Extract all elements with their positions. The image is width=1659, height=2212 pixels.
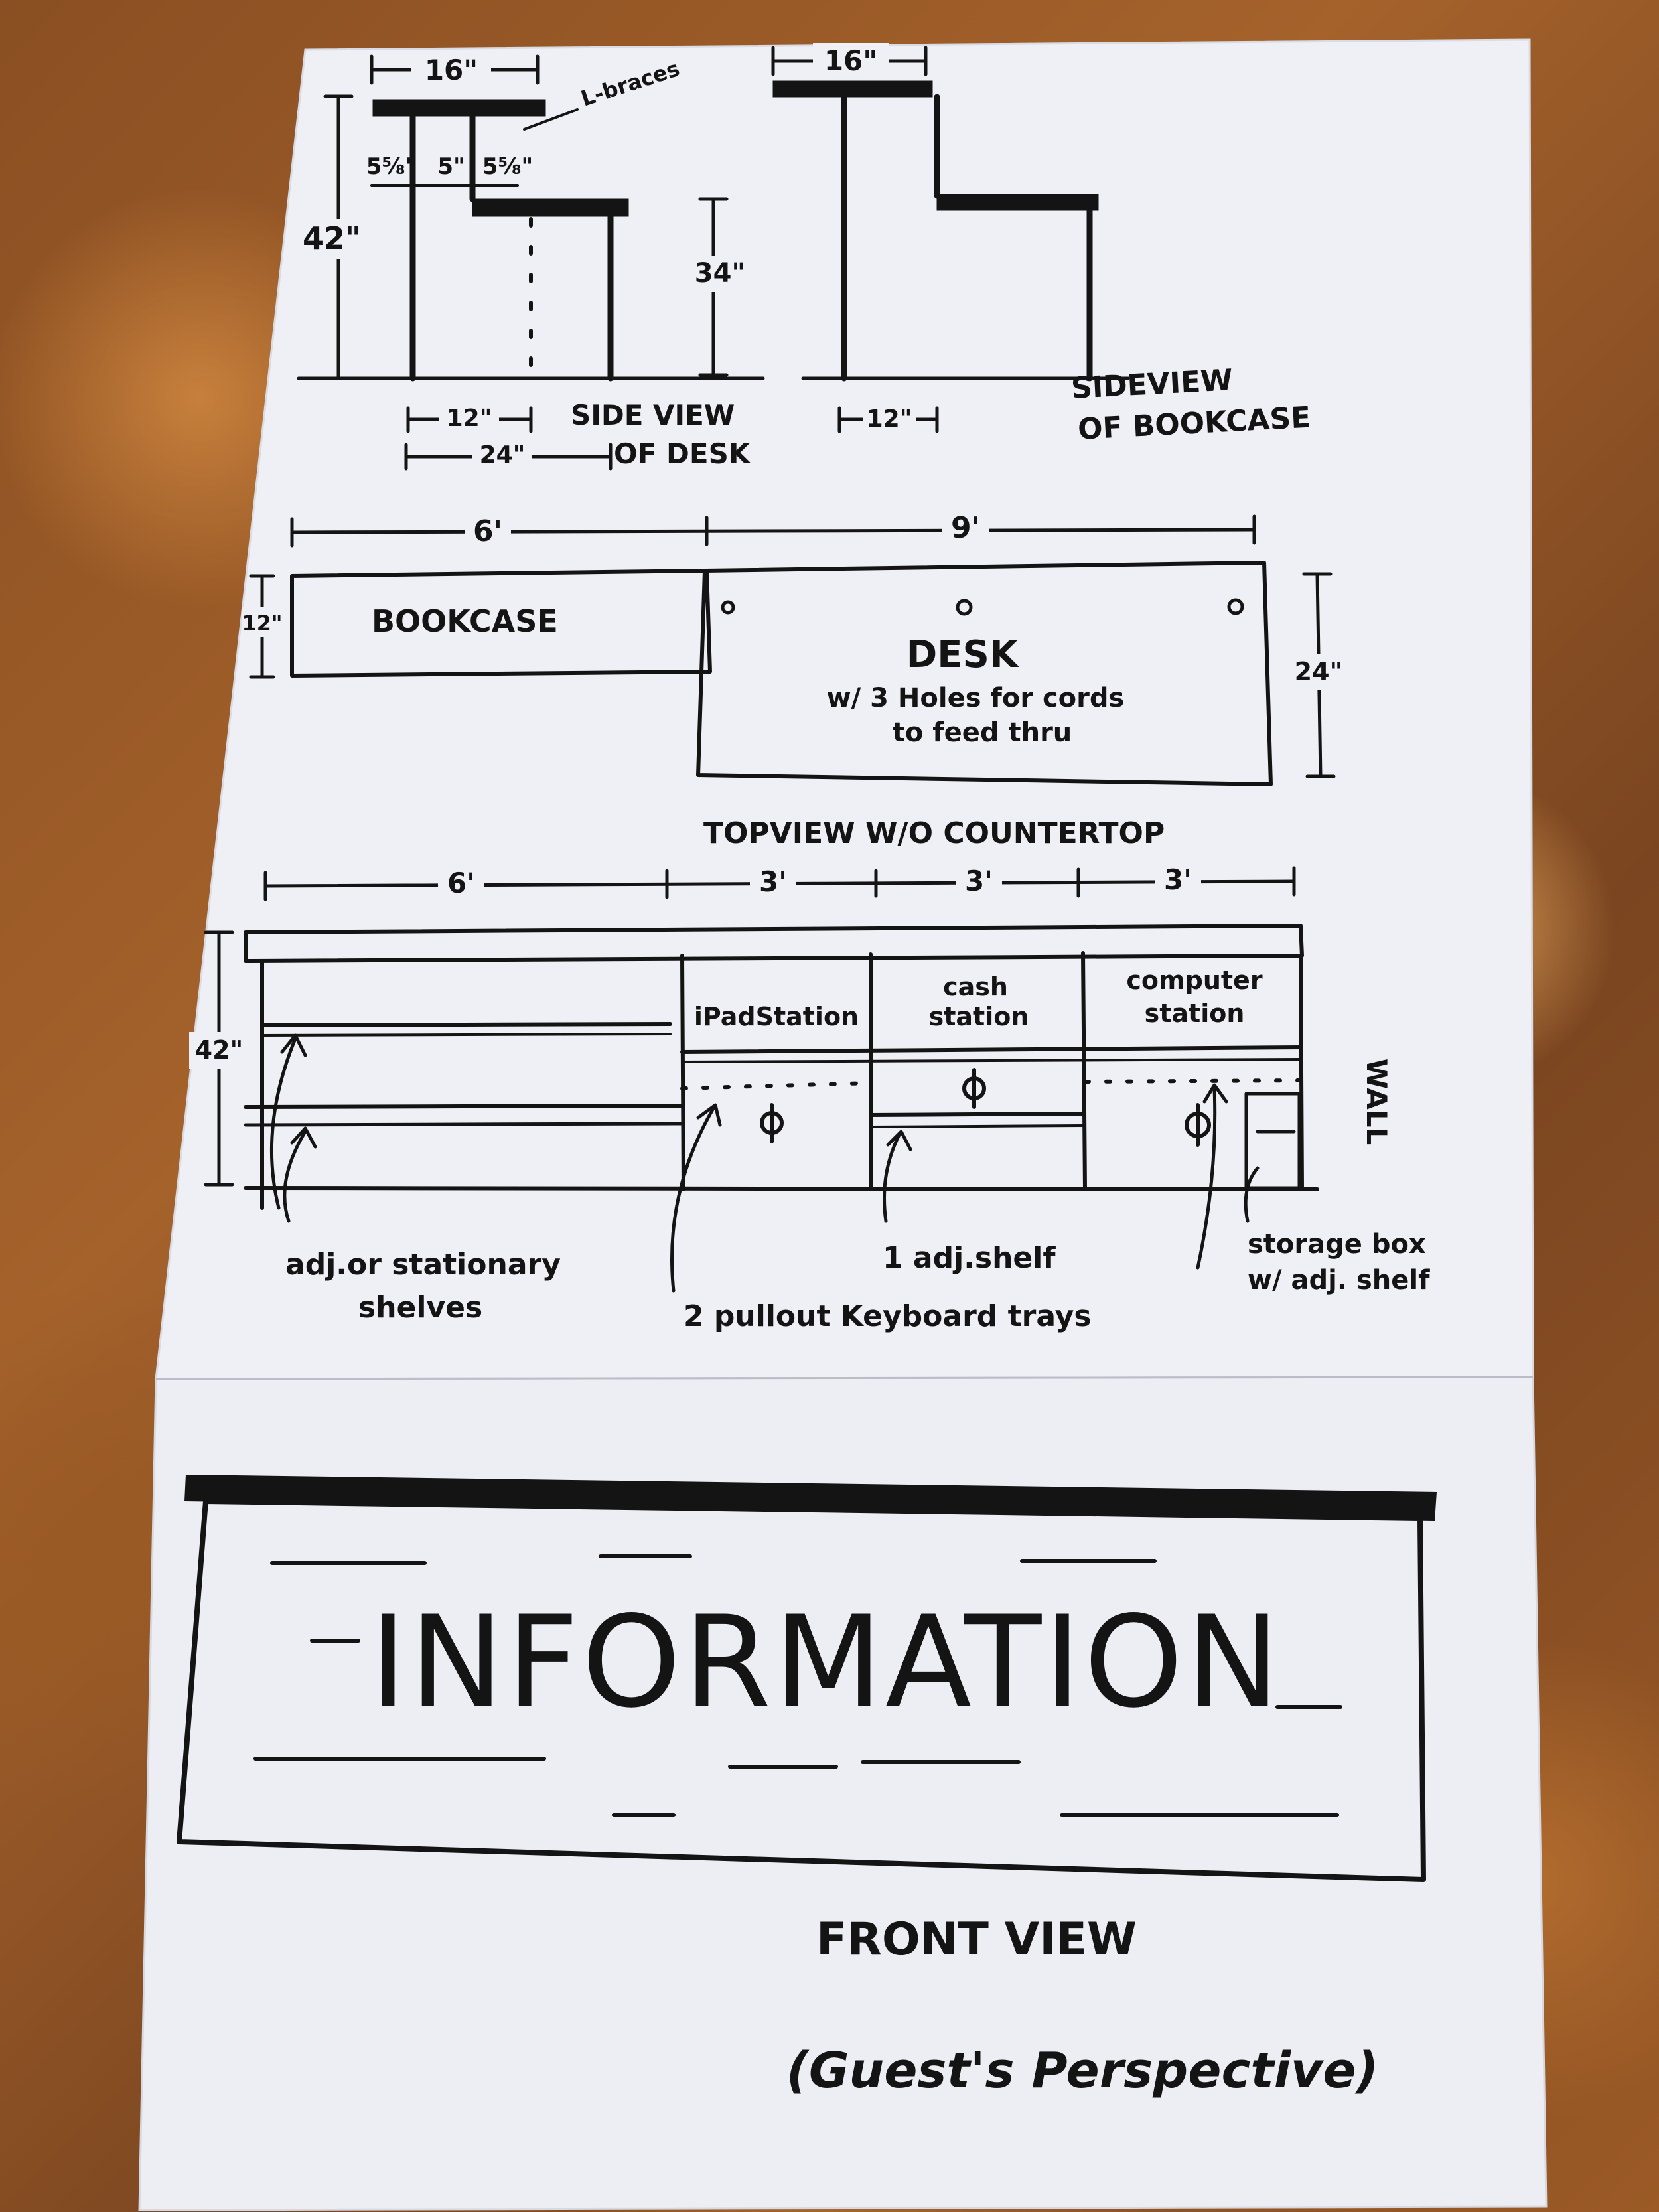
back-dim-6: 6' xyxy=(447,867,475,899)
note-adj-shelf: 1 adj.shelf xyxy=(883,1241,1056,1275)
top-desk-note-2: to feed thru xyxy=(893,717,1072,748)
back-dim-3b: 3' xyxy=(965,865,993,897)
desk-dim-height: 42" xyxy=(303,220,361,256)
top-dim-24: 24" xyxy=(1295,657,1343,686)
sheet-seam xyxy=(155,1376,1534,1380)
desk-side-title-2: OF DESK xyxy=(614,437,751,470)
note-trays: 2 pullout Keyboard trays xyxy=(684,1299,1092,1333)
top-view-title: TOPVIEW W/O COUNTERTOP xyxy=(703,816,1165,850)
top-bookcase-label: BOOKCASE xyxy=(372,603,558,639)
top-dim-9: 9' xyxy=(951,511,980,545)
wall-label: WALL xyxy=(1360,1059,1393,1145)
cord-hole-ipad-icon xyxy=(760,1103,784,1143)
note-shelves-1: adj.or stationary xyxy=(285,1248,561,1282)
top-dim-6: 6' xyxy=(473,514,502,548)
top-desk-label: DESK xyxy=(906,633,1020,676)
station-computer-label-1: computer xyxy=(1126,966,1262,995)
back-dim-height: 42" xyxy=(195,1035,244,1065)
storage-box xyxy=(1244,1092,1301,1190)
desk-side-view: 16" L-braces 42" 5⅝" 5" 5⅝" 34" xyxy=(295,52,765,471)
front-view: INFORMATION FRONT VIEW (Guest's Perspect… xyxy=(177,1475,1437,2099)
station-cash-label-1: cash xyxy=(943,972,1008,1001)
top-desk-note-1: w/ 3 Holes for cords xyxy=(827,683,1125,713)
station-computer-label-2: station xyxy=(1145,999,1245,1028)
bookcase-dim-top-width: 16" xyxy=(824,44,877,77)
station-ipad-label: iPadStation xyxy=(694,1002,859,1031)
desk-side-title-1: SIDE VIEW xyxy=(571,399,735,431)
top-view: 6' 9' 12" BOOKCASE DESK w/ 3 Holes for c… xyxy=(242,511,1350,850)
paper-sheets xyxy=(138,38,1548,2211)
station-cash-label-2: station xyxy=(929,1002,1029,1031)
top-dim-12: 12" xyxy=(242,611,282,636)
note-storage-2: w/ adj. shelf xyxy=(1248,1265,1430,1295)
front-sign-text: INFORMATION xyxy=(370,1589,1283,1735)
desk-dim-5-8-right: 5⅝" xyxy=(482,153,534,180)
front-panel xyxy=(177,1499,1426,1882)
front-view-subtitle: (Guest's Perspective) xyxy=(786,2042,1378,2099)
desk-dim-top-width: 16" xyxy=(425,54,478,86)
note-storage-1: storage box xyxy=(1248,1229,1426,1260)
back-dim-3a: 3' xyxy=(759,865,787,898)
desk-dim-5: 5" xyxy=(437,153,465,180)
bookcase-dim-12: 12" xyxy=(867,406,912,433)
desk-dim-12: 12" xyxy=(447,405,492,432)
bookcase-side-title-1: SIDEVIEW xyxy=(1070,363,1234,406)
back-view: 6' 3' 3' 3' 42" xyxy=(189,863,1430,1333)
back-dim-3c: 3' xyxy=(1164,863,1192,896)
note-shelves-2: shelves xyxy=(358,1291,482,1325)
desk-dim-desk-height: 34" xyxy=(695,258,746,289)
desk-dim-5-8-left: 5⅝" xyxy=(366,153,417,180)
front-view-title: FRONT VIEW xyxy=(816,1913,1137,1966)
cord-hole-computer-icon xyxy=(1185,1103,1211,1147)
cord-hole-cash-icon xyxy=(962,1068,986,1109)
desk-dim-24: 24" xyxy=(480,441,526,469)
front-countertop xyxy=(184,1475,1437,1521)
